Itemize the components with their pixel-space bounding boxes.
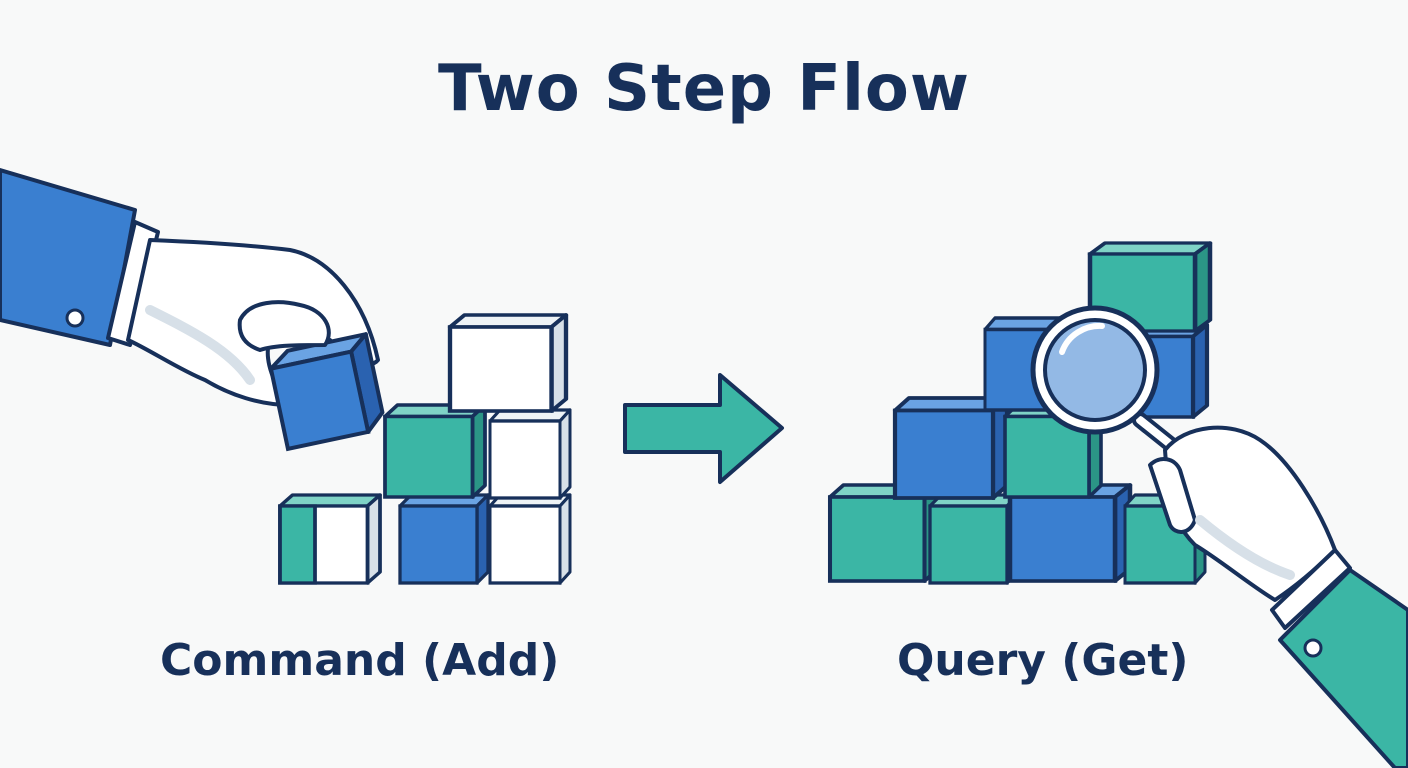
hand-placing-cube-icon	[0, 168, 385, 452]
query-cube-stack	[830, 243, 1210, 585]
diagram-title: Two Step Flow	[438, 52, 970, 126]
command-step-label: Command (Add)	[160, 635, 560, 686]
flow-arrow-icon	[623, 373, 784, 484]
query-step-label: Query (Get)	[897, 635, 1189, 686]
hand-holding-magnifier-icon	[1148, 425, 1408, 768]
